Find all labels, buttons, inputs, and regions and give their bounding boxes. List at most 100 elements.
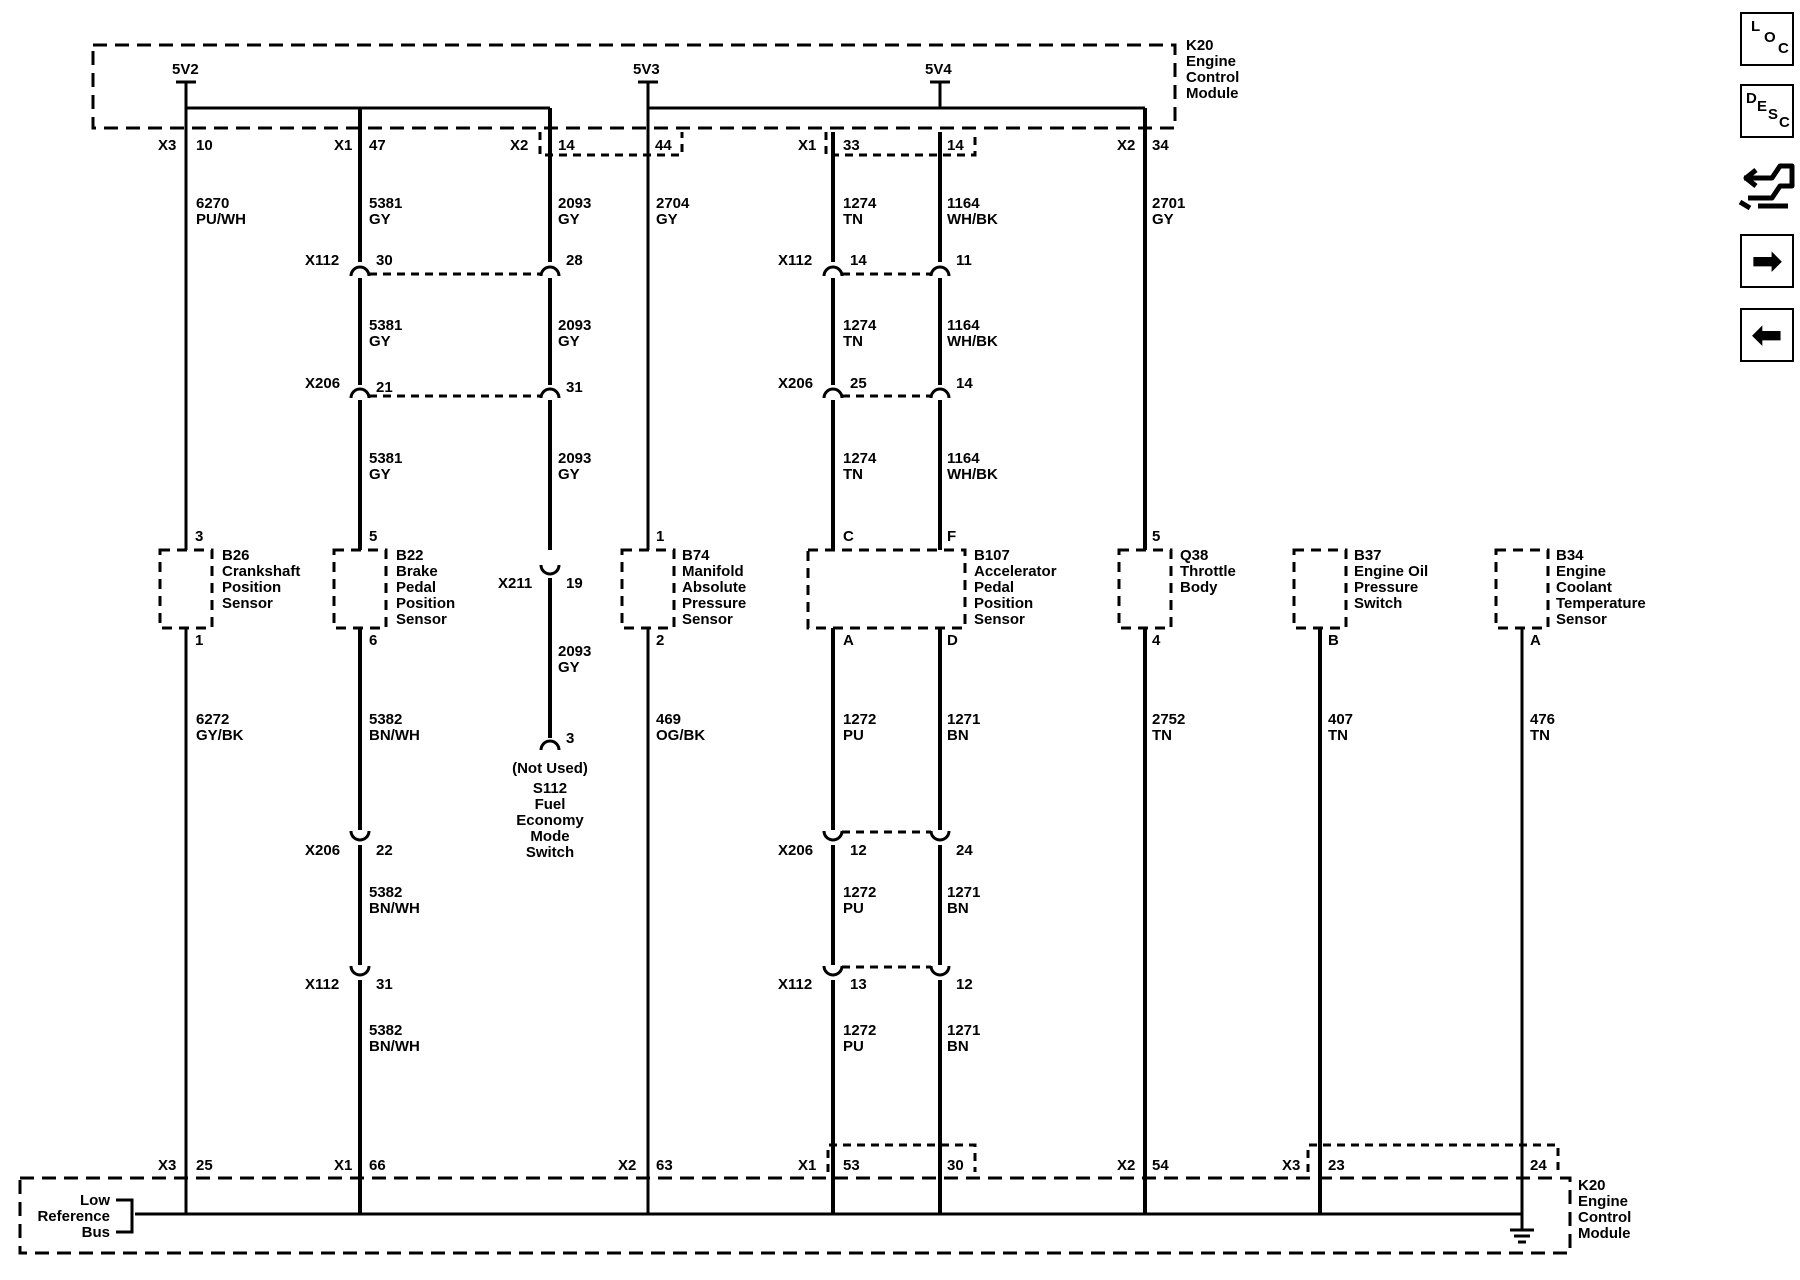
- wire-color: TN: [843, 466, 863, 483]
- wire-number: 1272: [843, 1022, 876, 1039]
- component-box-q38: [1117, 548, 1173, 630]
- connector-id: X2: [1117, 137, 1135, 154]
- loc-letter: L: [1751, 18, 1761, 35]
- pin-number: 23: [1328, 1157, 1345, 1174]
- wire-number: 2704: [656, 195, 690, 212]
- pin-number: 25: [196, 1157, 213, 1174]
- ecm-title-line: Module: [1578, 1225, 1631, 1242]
- component-ref: B22: [396, 547, 424, 564]
- component-ref: B107: [974, 547, 1010, 564]
- connector-id: X1: [334, 137, 352, 154]
- switch-name: Economy: [516, 812, 584, 829]
- pin-number: 44: [655, 137, 672, 154]
- wire-number: 5382: [369, 1022, 402, 1039]
- switch-name: Switch: [526, 844, 574, 861]
- description-button[interactable]: D E S C: [1740, 84, 1794, 138]
- component-name: Temperature: [1556, 595, 1646, 612]
- component-name: Pressure: [682, 595, 746, 612]
- pin-number: 14: [947, 137, 964, 154]
- connector-id: X1: [798, 1157, 816, 1174]
- component-box-b26: [158, 548, 214, 630]
- ecm-label-top: K20 Engine Control Module: [1186, 37, 1239, 102]
- wire-number: 476: [1530, 711, 1555, 728]
- component-b22: 5 6 B22 Brake Pedal Position Sensor: [369, 528, 455, 649]
- component-box-b34: [1494, 548, 1550, 630]
- supply-label: 5V4: [925, 61, 952, 78]
- wire-number: 407: [1328, 711, 1353, 728]
- component-pin: F: [947, 528, 956, 545]
- component-name: Engine: [1556, 563, 1606, 580]
- desc-letter: D: [1746, 90, 1757, 107]
- component-pin: C: [843, 528, 854, 545]
- desc-letter: C: [1779, 114, 1790, 131]
- wire-color: BN: [947, 900, 969, 917]
- switch-s112: (Not Used) S112 Fuel Economy Mode Switch: [512, 760, 588, 861]
- inline-pin: 12: [850, 842, 867, 859]
- wire-number: 5382: [369, 884, 402, 901]
- wire-number: 1164: [947, 450, 980, 467]
- location-button[interactable]: L O C: [1740, 12, 1794, 66]
- wire-number: 1272: [843, 711, 876, 728]
- wire-number: 1164: [947, 317, 980, 334]
- wire-color: TN: [843, 333, 863, 350]
- inline-connector-id: X112: [305, 976, 339, 993]
- component-pin: 2: [656, 632, 664, 649]
- component-pin: A: [1530, 632, 1541, 649]
- component-ref: B34: [1556, 547, 1584, 564]
- ecm-label-bottom: K20 Engine Control Module: [1578, 1177, 1631, 1242]
- inline-pin: 14: [850, 252, 867, 269]
- component-box-b107: [806, 548, 967, 630]
- wire-color: GY: [558, 333, 580, 350]
- wire-color: GY: [369, 211, 391, 228]
- wire-color: TN: [1328, 727, 1348, 744]
- wire-number: 1274: [843, 450, 877, 467]
- component-box-b74: [620, 548, 676, 630]
- pin-number: 53: [843, 1157, 860, 1174]
- component-pin: A: [843, 632, 854, 649]
- inline-pin: 11: [956, 252, 972, 269]
- inline-connector-id: X211: [498, 575, 532, 592]
- component-name: Position: [222, 579, 281, 596]
- wire-number: 6270: [196, 195, 229, 212]
- inline-connector-id: X206: [778, 375, 813, 392]
- wire-number: 2093: [558, 450, 591, 467]
- ecm-title-line: Control: [1578, 1209, 1631, 1226]
- bus-label-line: Reference: [37, 1208, 110, 1225]
- component-pin: 1: [195, 632, 203, 649]
- inline-pin: 31: [376, 976, 393, 993]
- wire-color: GY: [369, 333, 391, 350]
- component-name: Engine Oil: [1354, 563, 1428, 580]
- inline-pin: 24: [956, 842, 973, 859]
- component-pin: 5: [1152, 528, 1160, 545]
- switch-name: Mode: [530, 828, 569, 845]
- component-b74: 1 2 B74 Manifold Absolute Pressure Senso…: [656, 528, 746, 649]
- desc-letter: E: [1757, 98, 1768, 115]
- inline-connector-id: X206: [305, 842, 340, 859]
- switch-name: Fuel: [535, 796, 566, 813]
- bottom-group-x1: [826, 1143, 977, 1172]
- wire-color: BN/WH: [369, 1038, 420, 1055]
- inline-pin: 19: [566, 575, 583, 592]
- wire-color: PU/WH: [196, 211, 246, 228]
- forward-arrow-icon[interactable]: ➡: [1740, 234, 1794, 288]
- connector-id: X2: [510, 137, 528, 154]
- component-b107: C F A D B107 Accelerator Pedal Position …: [843, 528, 1057, 649]
- pin-number: 24: [1530, 1157, 1547, 1174]
- back-arrow-icon[interactable]: ⬅: [1740, 308, 1794, 362]
- wire-color: GY/BK: [196, 727, 244, 744]
- switch-note: (Not Used): [512, 760, 588, 777]
- ecm-title-line: Engine: [1578, 1193, 1628, 1210]
- inline-pin: 13: [850, 976, 867, 993]
- wire-number: 6272: [196, 711, 229, 728]
- wire-color: WH/BK: [947, 333, 998, 350]
- component-pin: 3: [195, 528, 203, 545]
- pin-number: 47: [369, 137, 386, 154]
- component-b37: B B37 Engine Oil Pressure Switch: [1328, 547, 1428, 649]
- wire-number: 1271: [947, 884, 980, 901]
- component-name: Switch: [1354, 595, 1402, 612]
- wire-color: BN/WH: [369, 900, 420, 917]
- wire-number: 5382: [369, 711, 402, 728]
- component-name: Body: [1180, 579, 1218, 596]
- wire-number: 469: [656, 711, 681, 728]
- connector-harness-icon[interactable]: [1736, 152, 1798, 216]
